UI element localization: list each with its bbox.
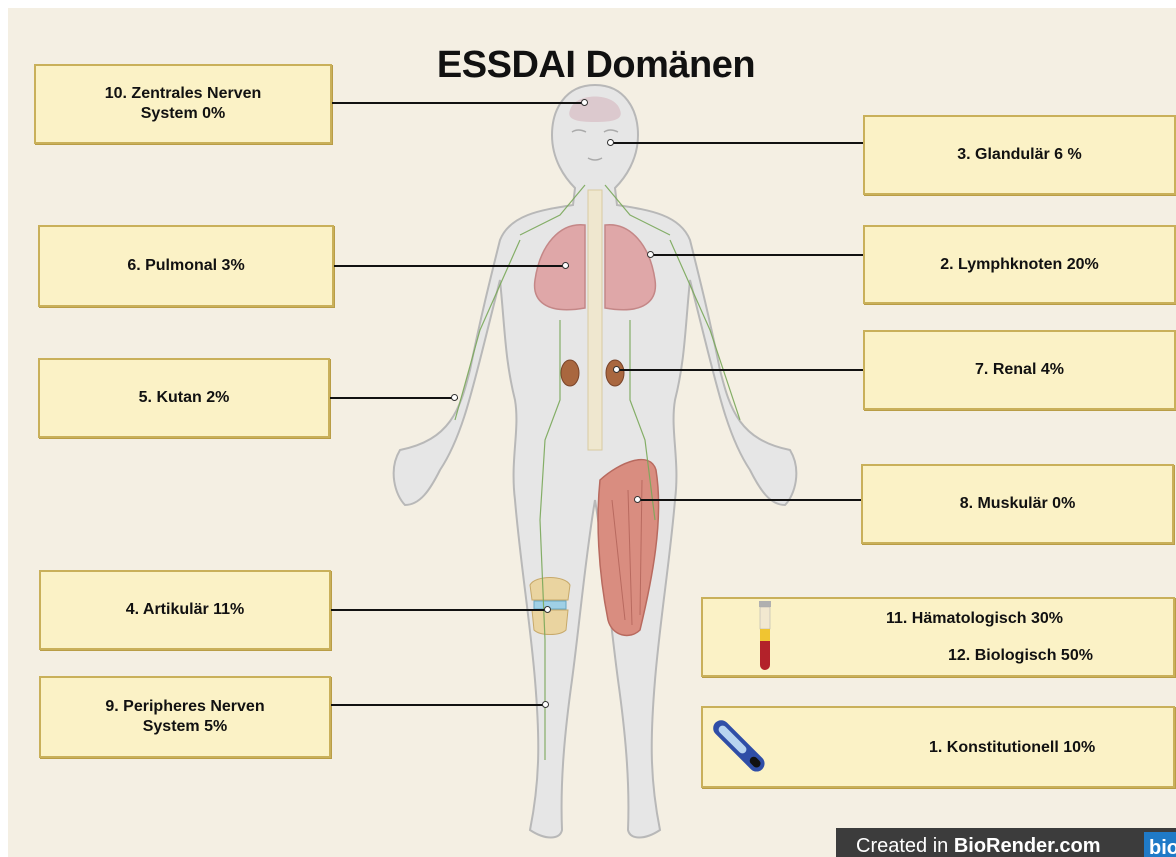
label-pulmonal: 6. Pulmonal 3% <box>38 225 334 307</box>
label-renal: 7. Renal 4% <box>863 330 1176 410</box>
label-pns-line1: 9. Peripheres Nerven <box>105 697 264 717</box>
leader-line-lymph <box>652 254 863 256</box>
anchor-dot-lymph <box>647 251 654 258</box>
label-hamatologisch-text: 11. Hämatologisch 30% <box>886 609 1063 629</box>
footer-brand: BioRender.com <box>954 835 1101 857</box>
leader-line-artikular <box>331 609 549 611</box>
anchor-dot-artikular <box>544 606 551 613</box>
leader-line-kutan <box>330 397 458 399</box>
anchor-dot-pns <box>542 701 549 708</box>
label-pns-line2: System 5% <box>105 717 264 737</box>
knee-joint-icon <box>530 578 570 635</box>
label-kutan-text: 5. Kutan 2% <box>139 388 230 408</box>
anchor-dot-renal <box>613 366 620 373</box>
biorender-logo-icon: bio <box>1144 832 1176 857</box>
label-blood-domains: 11. Hämatologisch 30% 12. Biologisch 50% <box>701 597 1175 677</box>
anchor-dot-cns <box>581 99 588 106</box>
label-konstitutionell-text: 1. Konstitutionell 10% <box>929 738 1095 758</box>
label-kutan: 5. Kutan 2% <box>38 358 330 438</box>
label-renal-text: 7. Renal 4% <box>975 360 1064 380</box>
leader-line-pns <box>331 704 547 706</box>
label-artikular-text: 4. Artikulär 11% <box>126 600 245 620</box>
label-muskular: 8. Muskulär 0% <box>861 464 1174 544</box>
label-pulmonal-text: 6. Pulmonal 3% <box>127 256 244 276</box>
label-artikular: 4. Artikulär 11% <box>39 570 331 650</box>
label-cns-line2: System 0% <box>105 104 262 124</box>
leader-line-glandular <box>612 142 863 144</box>
leader-line-muskular <box>638 499 861 501</box>
anchor-dot-glandular <box>607 139 614 146</box>
leader-line-renal <box>618 369 863 371</box>
leader-line-pulmonal <box>334 265 569 267</box>
blood-tube-icon <box>753 599 777 675</box>
label-lymphknoten: 2. Lymphknoten 20% <box>863 225 1176 304</box>
anchor-dot-kutan <box>451 394 458 401</box>
biorender-footer: Created in BioRender.com bio <box>836 828 1176 857</box>
label-biologisch-text: 12. Biologisch 50% <box>948 646 1093 666</box>
label-glandular-text: 3. Glandulär 6 % <box>957 145 1081 165</box>
label-glandular: 3. Glandulär 6 % <box>863 115 1176 195</box>
anchor-dot-pulmonal <box>562 262 569 269</box>
label-muskular-text: 8. Muskulär 0% <box>960 494 1076 514</box>
label-lymph-text: 2. Lymphknoten 20% <box>940 255 1099 275</box>
label-cns-line1: 10. Zentrales Nerven <box>105 84 262 104</box>
anchor-dot-muskular <box>634 496 641 503</box>
footer-created-in: Created in <box>856 835 954 857</box>
label-konstitutionell: 1. Konstitutionell 10% <box>701 706 1175 788</box>
leader-line-cns <box>332 102 586 104</box>
thermometer-icon <box>711 714 771 782</box>
